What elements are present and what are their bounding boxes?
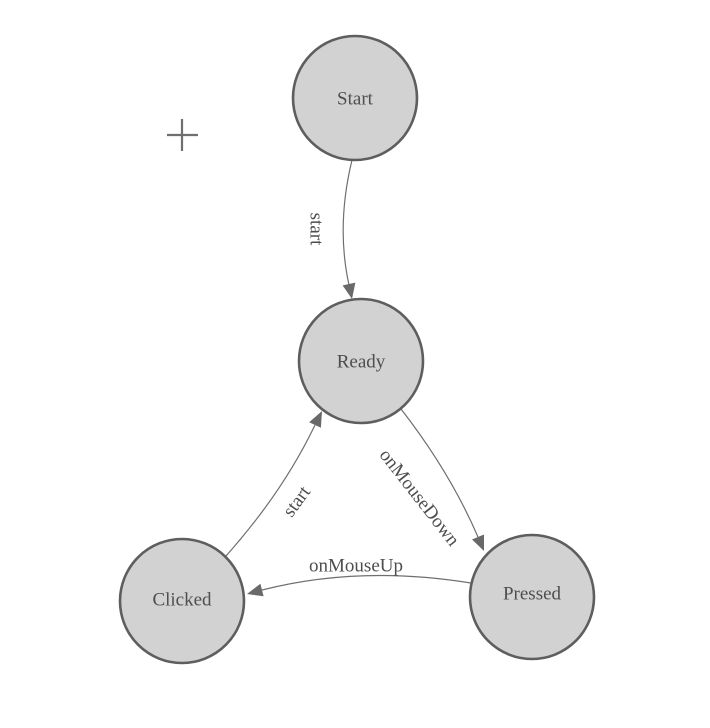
node-pressed[interactable]: Pressed (468, 533, 596, 661)
node-ready[interactable]: Ready (297, 297, 425, 425)
node-start[interactable]: Start (291, 34, 419, 162)
edge-label-onmouseup: onMouseUp (309, 556, 403, 577)
arrowhead-icon (342, 282, 356, 299)
node-label-ready: Ready (337, 352, 386, 373)
edge-start-to-ready[interactable]: start (305, 159, 356, 299)
node-clicked[interactable]: Clicked (118, 537, 246, 665)
crosshair-cursor-icon (167, 119, 198, 151)
edge-label-start-bottom: start (279, 482, 316, 521)
edge-label-onmousedown: onMouseDown (375, 445, 464, 551)
edge-pressed-to-clicked[interactable]: onMouseUp (247, 556, 472, 597)
edge-ready-to-pressed[interactable]: onMouseDown (375, 408, 484, 551)
node-label-pressed: Pressed (503, 584, 562, 605)
arrowhead-icon (309, 411, 322, 428)
arrowhead-icon (472, 534, 484, 551)
arrowhead-icon (247, 583, 264, 597)
edge-clicked-to-ready[interactable]: start (225, 411, 322, 557)
edge-label-start-top: start (305, 213, 326, 246)
node-label-start: Start (337, 89, 374, 110)
node-label-clicked: Clicked (152, 590, 212, 611)
